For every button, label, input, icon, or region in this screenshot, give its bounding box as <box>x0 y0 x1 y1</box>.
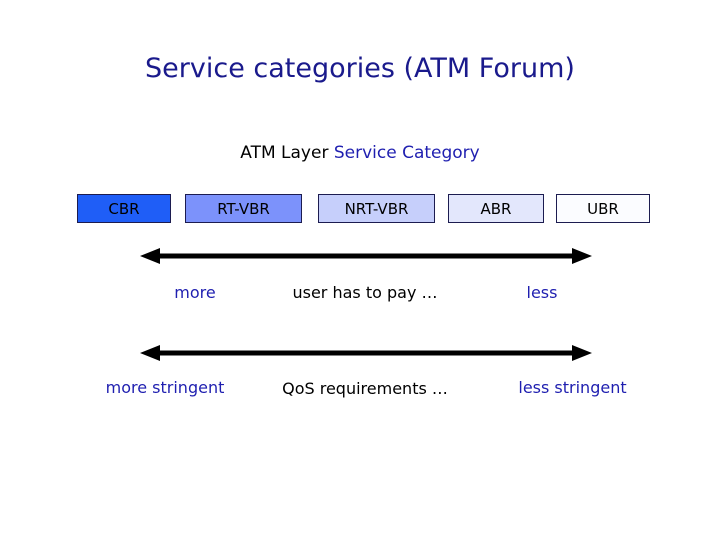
page-title: Service categories (ATM Forum) <box>145 53 575 84</box>
subtitle-atm-layer: ATM Layer <box>240 143 334 163</box>
qos-scale-right-label: less stringent <box>518 378 627 397</box>
category-box-ubr[interactable]: UBR <box>556 194 650 223</box>
pay-scale-left-label: more <box>174 283 216 302</box>
double-arrow-icon <box>140 345 592 361</box>
qos-scale-arrow <box>140 343 592 363</box>
pay-scale-arrow <box>140 246 592 266</box>
category-box-rt-vbr[interactable]: RT-VBR <box>185 194 302 223</box>
qos-scale-center-label: QoS requirements … <box>282 379 448 398</box>
service-category-row: CBR RT-VBR NRT-VBR ABR UBR <box>0 194 720 223</box>
category-box-cbr[interactable]: CBR <box>77 194 171 223</box>
category-box-abr[interactable]: ABR <box>448 194 544 223</box>
pay-scale-center-label: user has to pay … <box>292 283 438 302</box>
subtitle: ATM Layer Service Category <box>0 141 720 165</box>
qos-scale-left-label: more stringent <box>105 378 225 397</box>
double-arrow-icon <box>140 248 592 264</box>
qos-scale-captions: more stringent QoS requirements … less s… <box>0 376 720 422</box>
pay-scale-captions: more user has to pay … less <box>0 281 720 305</box>
subtitle-service-category: Service Category <box>333 143 480 163</box>
category-box-nrt-vbr[interactable]: NRT-VBR <box>318 194 435 223</box>
pay-scale-right-label: less <box>526 283 558 302</box>
